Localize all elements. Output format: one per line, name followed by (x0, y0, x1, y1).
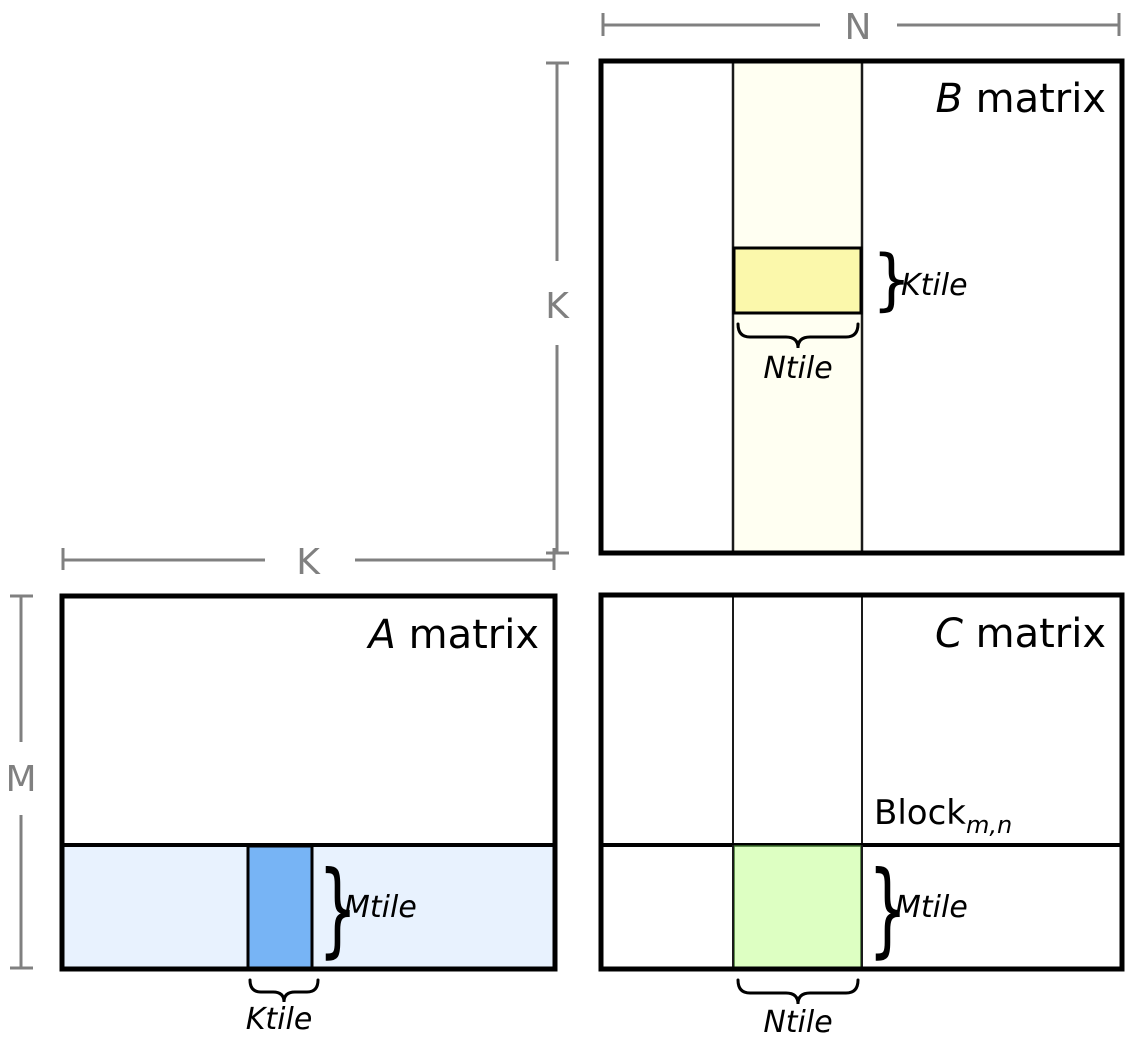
b-matrix-caption-rest: matrix (963, 76, 1106, 122)
dimension-label-m: M (5, 759, 36, 800)
c-matrix-caption-rest: matrix (963, 611, 1106, 657)
c-matrix-ntile-label: Ntile (763, 1005, 832, 1040)
c-matrix-caption-italic: C (935, 611, 963, 657)
brace-bottom-icon (736, 978, 860, 1005)
brace-right-icon: } (318, 848, 357, 968)
b-matrix-border (598, 58, 1125, 556)
b-matrix-group: B matrix } Ktile Ntile (598, 58, 1125, 556)
c-matrix-caption: C matrix (935, 611, 1106, 657)
dimension-marker-k-vertical: K (545, 61, 570, 555)
block-label-subscript: m,n (966, 811, 1012, 839)
brace-bottom-icon (736, 322, 860, 349)
b-matrix-tile (732, 246, 863, 315)
c-matrix-group: C matrix Blockm,n } Mtile Ntile (598, 592, 1125, 1040)
dimension-label-k-horizontal: K (296, 542, 321, 583)
b-matrix-ntile-brace-group: Ntile (736, 322, 860, 386)
dimension-marker-n: N (601, 7, 1121, 48)
a-matrix-mtile-label: Mtile (344, 890, 417, 925)
dimension-label-n: N (845, 7, 872, 48)
b-matrix-caption: B matrix (935, 76, 1106, 122)
brace-right-icon: } (872, 241, 911, 319)
dimension-label-k-vertical: K (545, 286, 570, 327)
brace-bottom-icon (248, 978, 320, 1003)
b-matrix-caption-italic: B (935, 76, 962, 122)
a-matrix-ktile-label: Ktile (246, 1002, 313, 1037)
b-matrix-ntile-label: Ntile (763, 351, 832, 386)
c-matrix-mtile-brace-group: } Mtile (868, 848, 968, 968)
brace-right-icon: } (868, 848, 907, 968)
b-matrix-ktile-brace-group: } Ktile (872, 241, 968, 319)
a-matrix-ktile-brace-group: Ktile (246, 978, 320, 1037)
c-matrix-tile (733, 845, 862, 969)
a-matrix-caption: A matrix (366, 612, 539, 658)
dimension-marker-k-horizontal: K (61, 542, 556, 583)
a-matrix-tile (246, 844, 314, 970)
b-matrix-ktile-label: Ktile (901, 268, 968, 303)
a-matrix-caption-italic: A (366, 612, 396, 658)
c-matrix-ntile-brace-group: Ntile (736, 978, 860, 1040)
c-matrix-mtile-label: Mtile (895, 890, 968, 925)
a-matrix-border (59, 593, 558, 972)
c-matrix-border (598, 592, 1125, 972)
block-label-text: Block (874, 793, 966, 833)
dimension-marker-m: M (5, 594, 37, 970)
a-matrix-group: A matrix } Mtile Ktile (59, 593, 558, 1037)
a-matrix-mtile-brace-group: } Mtile (318, 848, 417, 968)
a-matrix-caption-rest: matrix (396, 612, 539, 658)
c-matrix-block-label: Blockm,n (874, 793, 1012, 839)
